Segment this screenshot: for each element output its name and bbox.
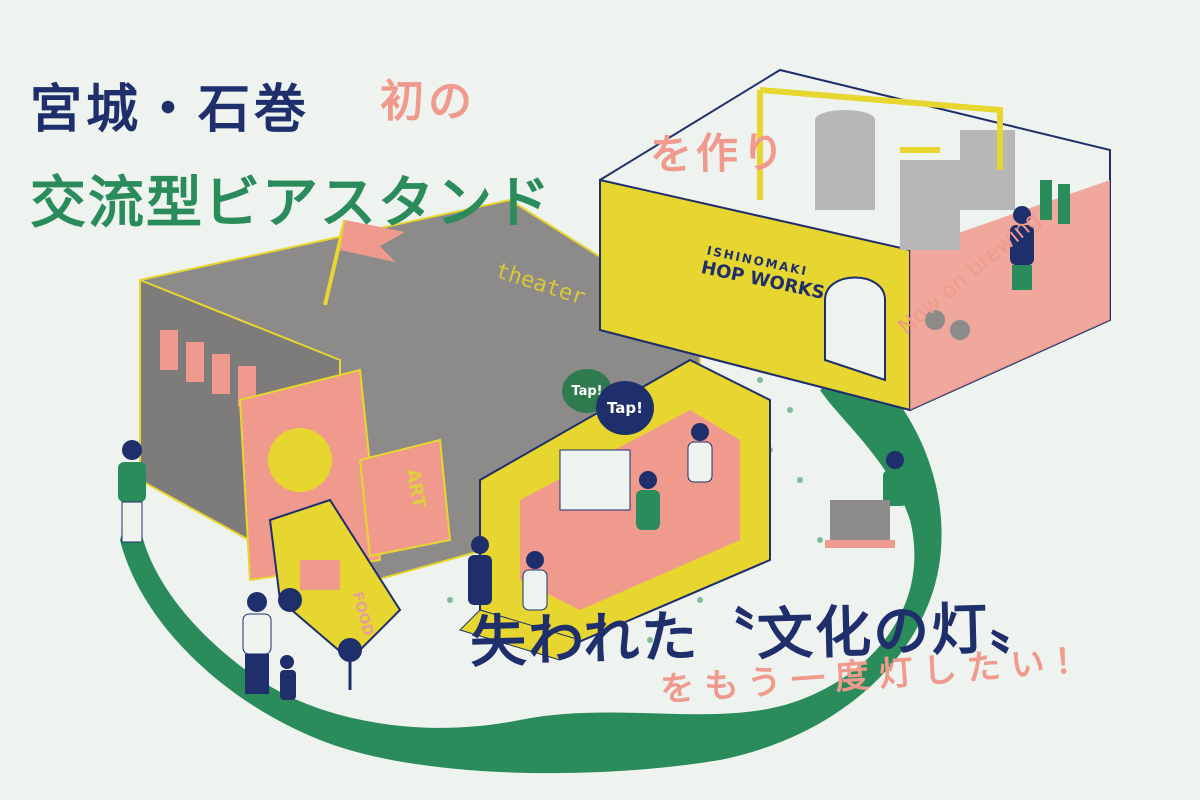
headline-line1-main: 宮城・石巻 (30, 80, 311, 140)
person-brewery (1010, 206, 1034, 290)
person-bar-2 (687, 423, 713, 483)
tap-bubble-2: Tap! (596, 381, 654, 435)
green-path (120, 360, 942, 774)
flag (323, 219, 405, 306)
person-family (242, 592, 296, 700)
person-bar-1 (636, 471, 660, 530)
person-stand-2 (522, 551, 548, 611)
person-left (118, 440, 146, 543)
headline-line1-tail: 初の (380, 76, 476, 127)
people (118, 206, 1034, 700)
headline-line2-tail: を作り (649, 127, 789, 180)
person-keg (825, 451, 907, 548)
person-stand-1 (468, 536, 492, 605)
brewery-building (599, 68, 1111, 412)
food-truck (268, 498, 402, 690)
headline-line2-main: 交流型ビアスタンド (30, 171, 552, 236)
